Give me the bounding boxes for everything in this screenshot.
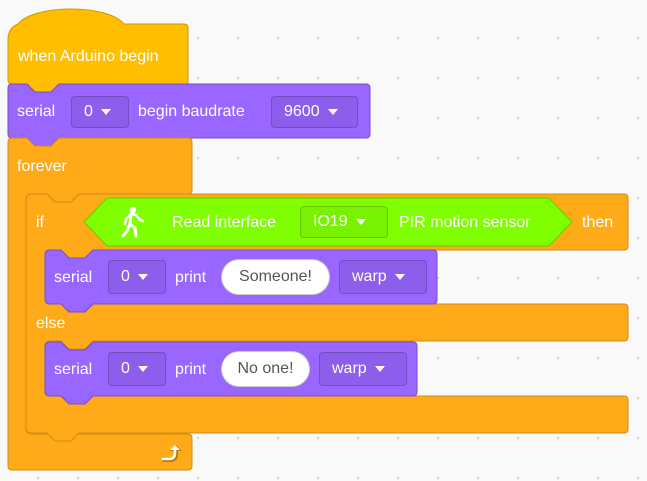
print1-port-dropdown[interactable]: 0 xyxy=(108,260,166,294)
print1-print-label: print xyxy=(175,269,207,286)
read-interface-label: Read interface xyxy=(172,214,277,231)
chevron-down-icon xyxy=(100,109,111,115)
baudrate-dropdown[interactable]: 9600 xyxy=(271,96,358,128)
baudrate-value: 9600 xyxy=(284,103,320,120)
forever-label: forever xyxy=(17,158,67,175)
chevron-down-icon xyxy=(137,274,148,280)
serial-begin-block[interactable] xyxy=(7,83,371,147)
serial-begin-port-value: 0 xyxy=(84,103,93,120)
else-label: else xyxy=(36,315,66,332)
chevron-down-icon xyxy=(355,219,366,225)
print2-print-label: print xyxy=(175,361,207,378)
print2-mode-value: warp xyxy=(332,360,367,377)
interface-pin-value: IO19 xyxy=(313,213,348,230)
print2-port-dropdown[interactable]: 0 xyxy=(108,352,166,386)
loop-arrow-icon xyxy=(161,445,182,462)
print1-mode-value: warp xyxy=(352,268,387,285)
print2-text-input[interactable]: No one! xyxy=(221,351,310,387)
serial-begin-serial-label: serial xyxy=(17,103,56,120)
interface-pin-dropdown[interactable]: IO19 xyxy=(300,206,388,238)
print1-serial-label: serial xyxy=(54,269,93,286)
pir-sensor-reporter[interactable] xyxy=(83,197,573,247)
chevron-down-icon xyxy=(137,366,148,372)
forever-block[interactable] xyxy=(7,137,193,471)
if-else-block[interactable] xyxy=(25,193,629,442)
serial-begin-port-dropdown[interactable]: 0 xyxy=(71,96,129,128)
then-label: then xyxy=(582,214,614,231)
begin-baudrate-label: begin baudrate xyxy=(138,103,245,120)
chevron-down-icon xyxy=(394,274,405,280)
print2-mode-dropdown[interactable]: warp xyxy=(319,352,407,386)
if-label: if xyxy=(36,214,44,231)
print2-port-value: 0 xyxy=(121,360,130,377)
pir-motion-sensor-label: PIR motion sensor xyxy=(399,214,531,231)
when-arduino-begin-label: when Arduino begin xyxy=(18,48,159,65)
chevron-down-icon xyxy=(374,366,385,372)
print2-serial-label: serial xyxy=(54,361,93,378)
person-walking-icon xyxy=(121,206,145,238)
print1-text-input[interactable]: Someone! xyxy=(221,259,330,295)
print1-mode-dropdown[interactable]: warp xyxy=(339,260,427,294)
chevron-down-icon xyxy=(327,109,338,115)
print1-port-value: 0 xyxy=(121,268,130,285)
